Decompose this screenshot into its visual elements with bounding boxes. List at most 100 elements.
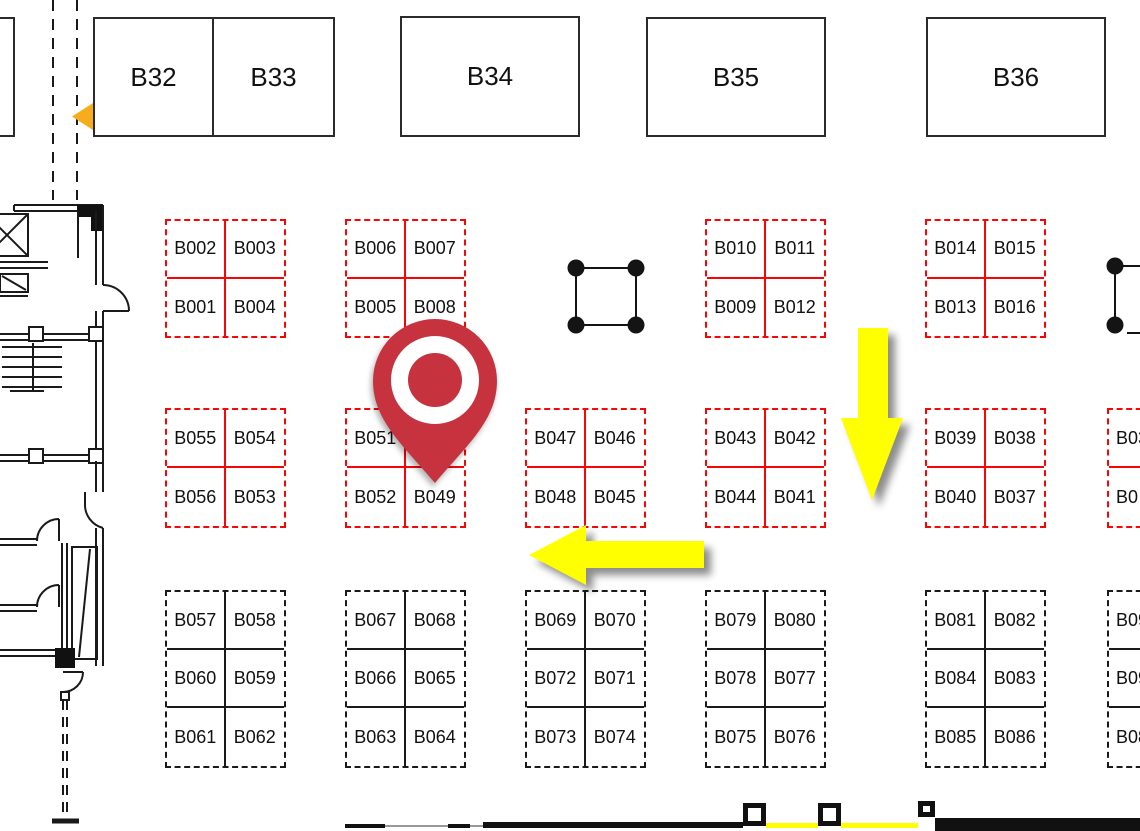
booth-label: B063 — [354, 726, 397, 747]
booth-cell-b074[interactable]: B074 — [586, 708, 645, 766]
booth-label: B081 — [934, 609, 977, 630]
booth-label: B037 — [993, 486, 1036, 507]
booth-cell-b080[interactable]: B080 — [765, 592, 824, 650]
booth-label: B086 — [993, 726, 1036, 747]
booth-label: B051 — [354, 427, 397, 448]
booth-cell-b045[interactable]: B045 — [586, 468, 645, 526]
bottom-wall-segment — [935, 818, 1140, 831]
booth-cell-b011[interactable]: B011 — [765, 221, 824, 279]
booth-cell-b063[interactable]: B063 — [347, 708, 406, 766]
booth-cell-b049[interactable]: B049 — [406, 468, 465, 526]
booth-cell-b038[interactable]: B038 — [985, 410, 1044, 468]
booth-cell-b085[interactable]: B085 — [927, 708, 986, 766]
booth-cell-b016[interactable]: B016 — [986, 279, 1045, 337]
location-pin[interactable] — [370, 316, 500, 486]
booth-cell-b009[interactable]: B009 — [707, 278, 766, 336]
booth-label: B005 — [354, 296, 397, 317]
booth-cell-b055[interactable]: B055 — [167, 410, 226, 468]
booth-cell-b058[interactable]: B058 — [225, 592, 284, 650]
booth-cell-b08[interactable]: B08 — [1109, 708, 1140, 766]
booth-cell-b0[interactable]: B0 — [1109, 468, 1140, 526]
booth-cell-b013[interactable]: B013 — [927, 278, 986, 336]
bottom-wall-segment — [448, 824, 470, 828]
booth-cell-b008[interactable]: B008 — [406, 279, 465, 337]
booth-cell-b012[interactable]: B012 — [766, 279, 825, 337]
booth-cell-b084[interactable]: B084 — [927, 650, 986, 708]
booth-cell-b064[interactable]: B064 — [406, 708, 465, 766]
booth-cell-b066[interactable]: B066 — [347, 650, 406, 708]
booth-cell-b047[interactable]: B047 — [527, 410, 586, 468]
booth-cell-b075[interactable]: B075 — [707, 708, 766, 766]
booth-cell-b082[interactable]: B082 — [985, 592, 1044, 650]
booth-cell-b069[interactable]: B069 — [527, 592, 586, 650]
booth-cell-b043[interactable]: B043 — [707, 410, 766, 468]
booth-cell-b083[interactable]: B083 — [985, 650, 1044, 708]
booth-cell-b36[interactable]: B36 — [928, 19, 1104, 135]
booth-cell-b068[interactable]: B068 — [405, 592, 464, 650]
booth-cell-b052[interactable]: B052 — [347, 468, 406, 526]
booth-block: B35 — [646, 17, 826, 137]
bottom-wall-segment — [841, 823, 918, 828]
booth-cell-b32[interactable]: B32 — [95, 19, 214, 135]
booth-cell-b056[interactable]: B056 — [167, 468, 226, 526]
booth-label: B053 — [233, 486, 276, 507]
booth-label: B072 — [534, 667, 577, 688]
booth-cell-b037[interactable]: B037 — [986, 468, 1045, 526]
booth-cell-b015[interactable]: B015 — [985, 221, 1044, 279]
booth-cell-b086[interactable]: B086 — [986, 708, 1045, 766]
booth-cell-b34[interactable]: B34 — [402, 18, 578, 135]
booth-cell-b007[interactable]: B007 — [405, 221, 464, 279]
booth-cell-b076[interactable]: B076 — [766, 708, 825, 766]
booth-label: B074 — [593, 726, 636, 747]
booth-cell-b057[interactable]: B057 — [167, 592, 226, 650]
booth-label: B34 — [466, 61, 514, 91]
booth-cell-b35[interactable]: B35 — [648, 19, 824, 135]
booth-cell-b005[interactable]: B005 — [347, 278, 406, 336]
booth-label: B064 — [413, 726, 456, 747]
booth-cell-b03[interactable]: B03 — [1109, 410, 1140, 468]
booth-cell-b059[interactable]: B059 — [225, 650, 284, 708]
booth-cell-b041[interactable]: B041 — [766, 468, 825, 526]
booth-cell-b006[interactable]: B006 — [347, 221, 406, 279]
booth-cell-b053[interactable]: B053 — [226, 468, 285, 526]
booth-cell-b046[interactable]: B046 — [585, 410, 644, 468]
floorplan — [0, 0, 130, 824]
booth-label: B078 — [714, 667, 757, 688]
booth-group: B03B0 — [1107, 408, 1140, 528]
booth-cell-b040[interactable]: B040 — [927, 468, 986, 526]
booth-cell-b060[interactable]: B060 — [167, 650, 226, 708]
booth-cell-b062[interactable]: B062 — [226, 708, 285, 766]
booth-cell-b002[interactable]: B002 — [167, 221, 226, 279]
booth-cell-b078[interactable]: B078 — [707, 650, 766, 708]
booth-cell-b061[interactable]: B061 — [167, 708, 226, 766]
booth-cell-b044[interactable]: B044 — [707, 468, 766, 526]
booth-cell-b077[interactable]: B077 — [765, 650, 824, 708]
booth-cell-b039[interactable]: B039 — [927, 410, 986, 468]
booth-cell-b073[interactable]: B073 — [527, 708, 586, 766]
booth-cell-b004[interactable]: B004 — [226, 279, 285, 337]
booth-cell-b065[interactable]: B065 — [405, 650, 464, 708]
booth-cell-b003[interactable]: B003 — [225, 221, 284, 279]
booth-cell-b079[interactable]: B079 — [707, 592, 766, 650]
booth-cell-b001[interactable]: B001 — [167, 278, 226, 336]
booth-cell-b072[interactable]: B072 — [527, 650, 586, 708]
booth-cell-b071[interactable]: B071 — [585, 650, 644, 708]
booth-label: B069 — [534, 609, 577, 630]
wall-door-block — [918, 801, 935, 817]
booth-cell-b042[interactable]: B042 — [765, 410, 824, 468]
booth-label: B071 — [593, 667, 636, 688]
booth-cell-b33[interactable]: B33 — [214, 19, 333, 135]
booth-cell-b081[interactable]: B081 — [927, 592, 986, 650]
booth-cell-b010[interactable]: B010 — [707, 221, 766, 279]
booth-cell-b067[interactable]: B067 — [347, 592, 406, 650]
booth-cell-b09[interactable]: B09 — [1109, 650, 1140, 708]
booth-cell-b070[interactable]: B070 — [585, 592, 644, 650]
booth-cell-b014[interactable]: B014 — [927, 221, 986, 279]
booth-cell-b048[interactable]: B048 — [527, 468, 586, 526]
booth-cell-b09[interactable]: B09 — [1109, 592, 1140, 650]
booth-label: B039 — [934, 427, 977, 448]
booth-cell-b054[interactable]: B054 — [225, 410, 284, 468]
